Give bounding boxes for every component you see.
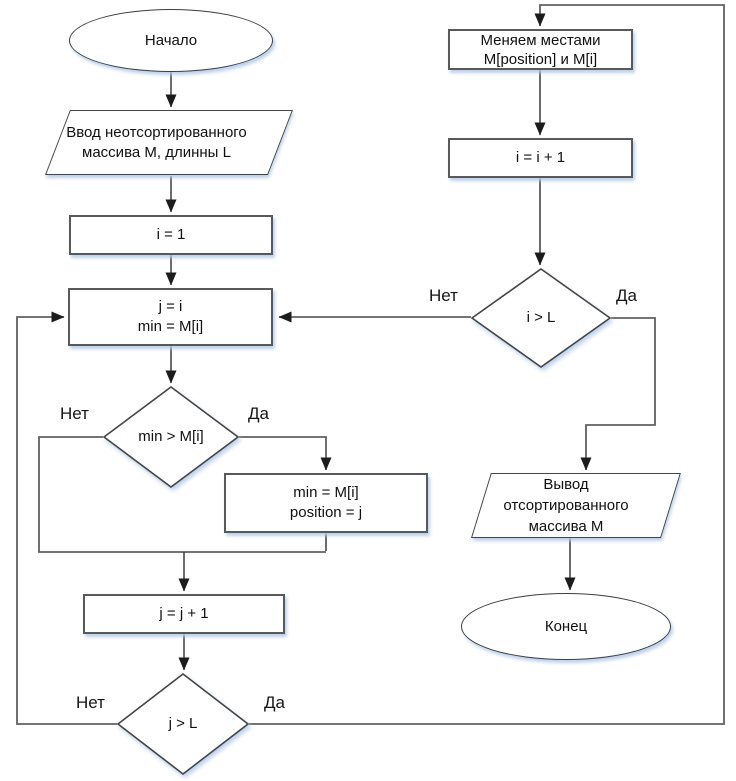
process-increment-j: j = j + 1 (83, 594, 285, 634)
node-text-line: Начало (144, 31, 198, 49)
edge-check-j-yes-to-swap (249, 4, 725, 725)
terminator-end: Конец (461, 593, 671, 660)
node-text-line: Меняем местами (480, 31, 601, 49)
io-output-array: Вывод отсортированного массива M (471, 473, 681, 538)
decision-j-greater-l: j > L (117, 673, 249, 775)
label-yes-check-min: Да (248, 404, 269, 423)
decision-min-greater: min > M[i] (103, 386, 239, 488)
node-text-line: отсортированного (503, 497, 629, 514)
io-input-array: Ввод неотсортированного массива M, длинн… (45, 110, 293, 175)
label-no-check-min: Нет (60, 404, 89, 423)
diamond-shape (117, 673, 249, 775)
node-text-line: min = M[i] (293, 484, 359, 501)
edge-check-min-yes (239, 436, 332, 471)
edge-check-min-no (38, 436, 326, 553)
node-text-line: j = j + 1 (159, 605, 209, 622)
decision-i-greater-l: i > L (471, 268, 611, 368)
node-text-line: M[position] и M[i] (483, 50, 598, 68)
edge-check-i-yes-to-output (580, 317, 656, 471)
node-text-line: i = i + 1 (515, 149, 566, 166)
node-text-line: i > L (526, 309, 556, 326)
diamond-shape (103, 386, 239, 488)
node-text-line: min > M[i] (138, 428, 204, 445)
label-no-check-i: Нет (429, 286, 458, 305)
process-increment-i: i = i + 1 (448, 138, 633, 178)
edge-check-j-no-loopback (16, 311, 117, 725)
diamond-shape (471, 268, 611, 368)
node-text-line: i = 1 (156, 226, 186, 243)
label-yes-check-j: Да (264, 693, 285, 712)
label-no-check-j: Нет (76, 693, 105, 712)
node-text: Ввод неотсортированного массива M, длинн… (45, 123, 268, 163)
node-text: Вывод отсортированного массива M (471, 474, 661, 537)
node-text-line: position = j (289, 504, 363, 521)
label-yes-check-i: Да (616, 286, 637, 305)
node-text-line: Вывод (543, 476, 589, 493)
node-text-line: j = i (158, 298, 183, 315)
node-text-line: Ввод неотсортированного (66, 123, 247, 141)
terminator-start: Начало (69, 9, 273, 72)
process-set-i: i = 1 (69, 215, 273, 255)
node-text-line: массива M, длинны L (82, 143, 231, 161)
process-init-j-min: j = i min = M[i] (68, 288, 273, 346)
node-text-line: массива M (528, 518, 604, 535)
process-update-min-position: min = M[i] position = j (224, 473, 428, 533)
node-text-line: j > L (168, 715, 198, 732)
node-text-line: Конец (544, 617, 588, 635)
process-swap: Меняем местами M[position] и M[i] (448, 29, 633, 70)
node-text-line: min = M[i] (137, 318, 204, 335)
